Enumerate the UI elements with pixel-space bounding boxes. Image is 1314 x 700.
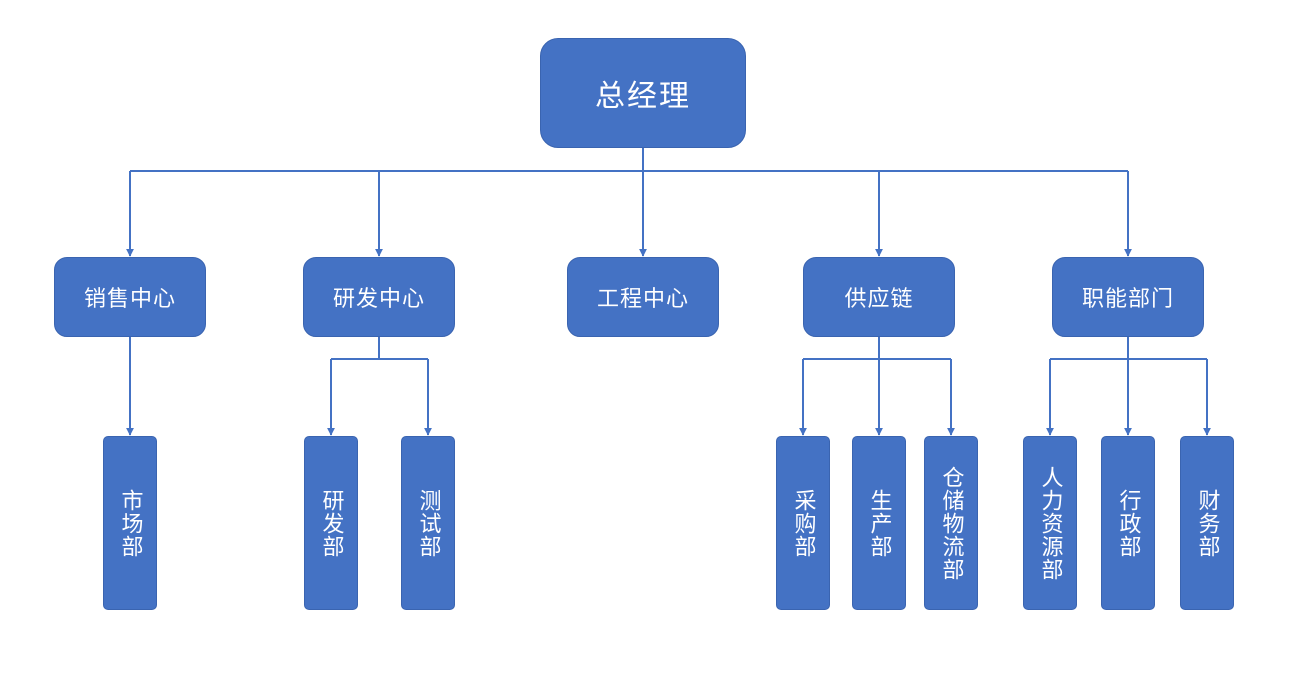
node-logistics-dept: 仓储物流部 bbox=[924, 436, 978, 610]
node-supply-chain: 供应链 bbox=[803, 257, 955, 337]
node-production-dept: 生产部 bbox=[852, 436, 906, 610]
node-purchasing-dept: 采购部 bbox=[776, 436, 830, 610]
node-hr-dept: 人力资源部 bbox=[1023, 436, 1077, 610]
node-sales-center: 销售中心 bbox=[54, 257, 206, 337]
node-functional-dept: 职能部门 bbox=[1052, 257, 1204, 337]
node-engineering-center: 工程中心 bbox=[567, 257, 719, 337]
node-rd-center: 研发中心 bbox=[303, 257, 455, 337]
node-marketing-dept: 市场部 bbox=[103, 436, 157, 610]
node-admin-dept: 行政部 bbox=[1101, 436, 1155, 610]
node-rd-dept: 研发部 bbox=[304, 436, 358, 610]
node-general-manager: 总经理 bbox=[540, 38, 746, 148]
node-finance-dept: 财务部 bbox=[1180, 436, 1234, 610]
node-testing-dept: 测试部 bbox=[401, 436, 455, 610]
